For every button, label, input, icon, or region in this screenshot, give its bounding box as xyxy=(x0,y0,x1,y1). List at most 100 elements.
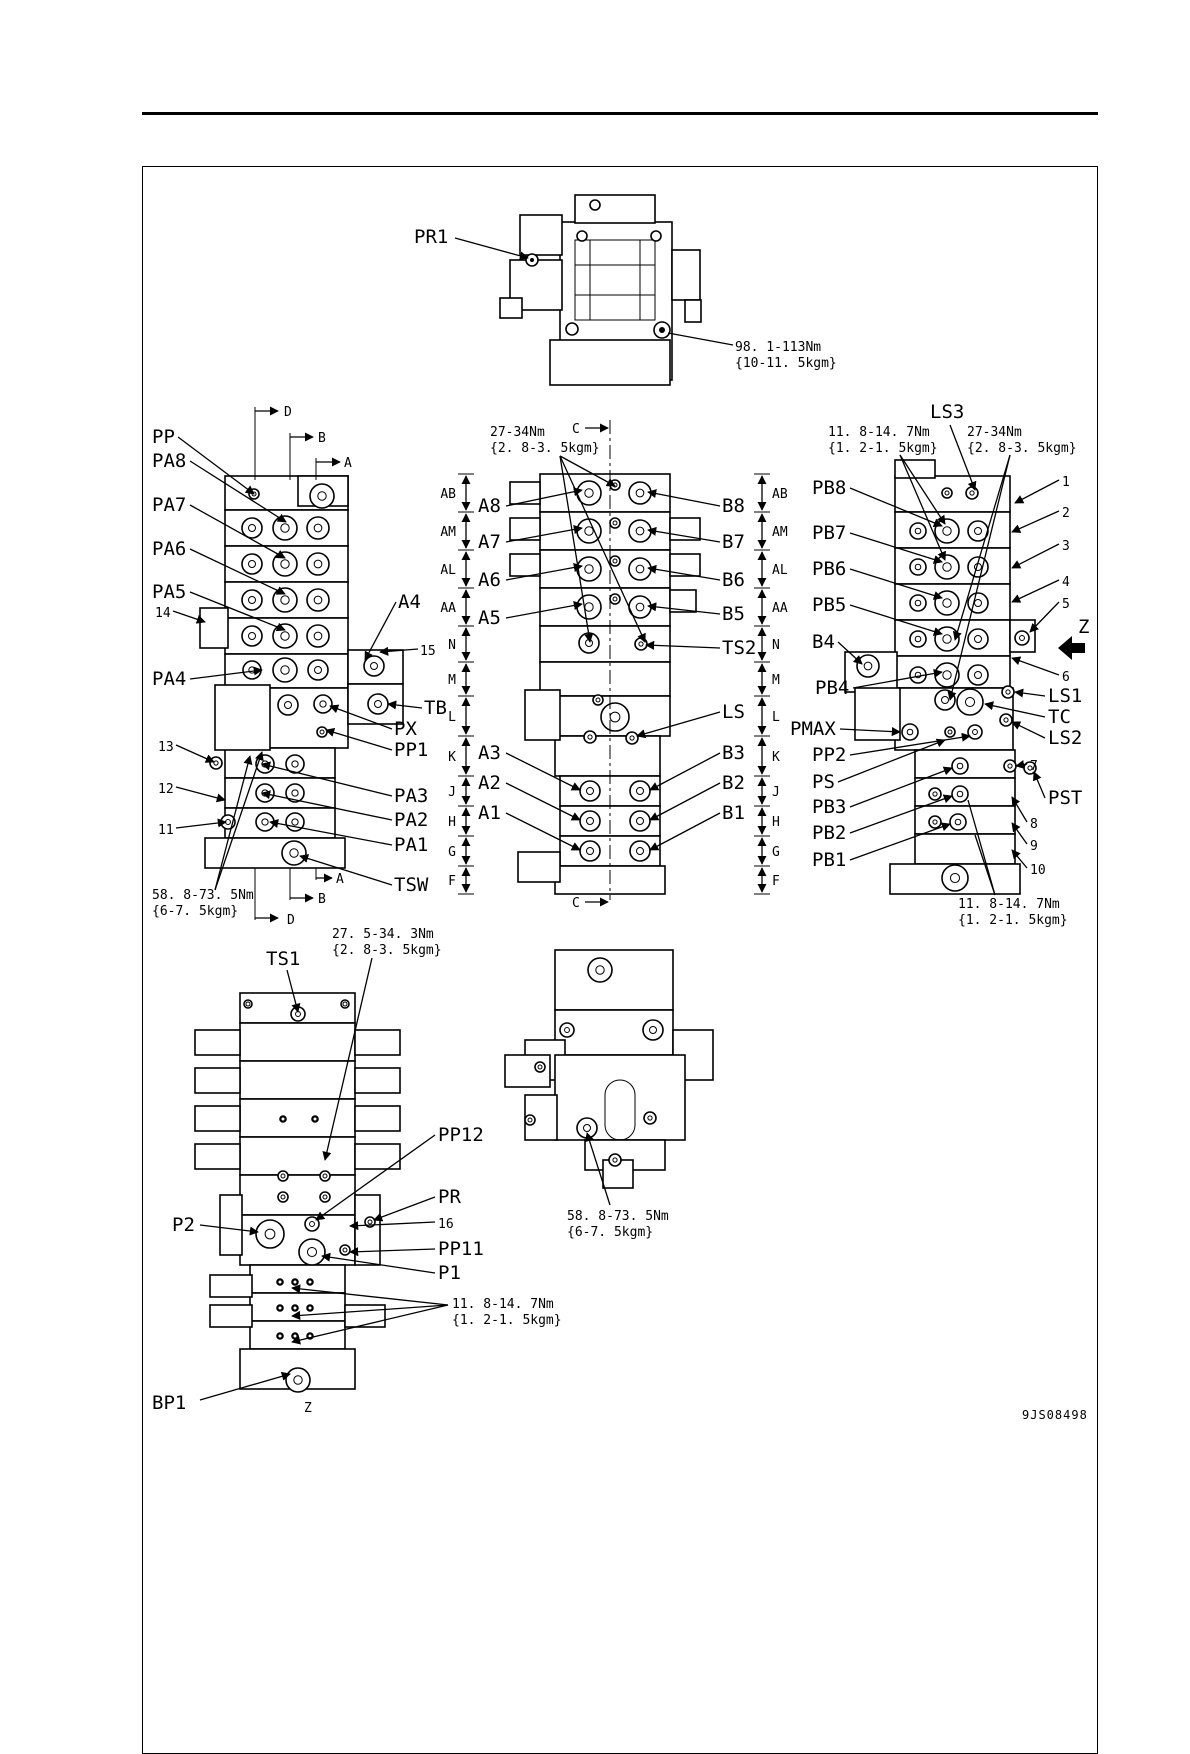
port-a3 xyxy=(579,780,601,802)
leader-line xyxy=(175,818,227,829)
port-center-top xyxy=(592,694,604,706)
section-label-n: N xyxy=(448,638,456,653)
leader-line xyxy=(364,601,397,661)
label-a1: A1 xyxy=(478,802,501,824)
port-a-side xyxy=(241,625,263,647)
leader-line xyxy=(1015,760,1028,770)
port-tc xyxy=(956,688,984,716)
bottom-center-view-body xyxy=(504,949,714,1189)
label-b2: B2 xyxy=(722,772,745,794)
section-a-bottom: A xyxy=(336,872,344,887)
leader-line xyxy=(214,751,264,891)
port-bl-mark-bore xyxy=(277,1279,283,1285)
port-b-aux-bore xyxy=(974,635,982,643)
port-a-side-bore xyxy=(248,632,256,640)
port-a5 xyxy=(576,594,602,620)
leader-line xyxy=(849,604,943,636)
port-pp12-bore xyxy=(309,1221,315,1227)
port-b-aux xyxy=(967,556,989,578)
leader-line xyxy=(984,701,1046,718)
port-pa1-bore xyxy=(261,818,269,826)
torque-right-large-kgm: {2. 8-3. 5kgm} xyxy=(967,441,1077,456)
port-center-main xyxy=(600,702,630,732)
right-view-body xyxy=(844,459,1036,895)
port-pa4-bore xyxy=(280,665,290,675)
leader-line xyxy=(177,436,255,495)
port-bc-lower-bore xyxy=(583,1124,591,1132)
port-b-side-bore xyxy=(914,563,922,571)
port-pa4-aux-bore xyxy=(314,666,322,674)
port-px xyxy=(313,694,333,714)
port-a-aux xyxy=(306,588,330,612)
port-pb7-bore xyxy=(942,562,952,572)
leader-line xyxy=(559,455,594,643)
label-3: 3 xyxy=(1062,539,1070,554)
leader-line xyxy=(1033,771,1046,799)
port-ls-plug xyxy=(609,593,621,605)
port-13 xyxy=(209,756,223,770)
section-label-ab: AB xyxy=(772,487,788,502)
leader-line xyxy=(559,455,616,487)
port-ls2 xyxy=(999,713,1013,727)
port-a7-bore xyxy=(584,526,594,536)
torque-right-small: 11. 8-14. 7Nm xyxy=(828,425,930,440)
section-label-al: AL xyxy=(440,563,456,578)
port-pb1 xyxy=(949,813,967,831)
port-ls1 xyxy=(1001,685,1015,699)
port-a2-bore xyxy=(586,817,594,825)
leader-line xyxy=(349,1221,436,1231)
leader-line xyxy=(199,1224,259,1236)
port-pa-6-bore xyxy=(280,595,290,605)
port-bc-left xyxy=(559,1022,575,1038)
torque-right-small-kgm: {1. 2-1. 5kgm} xyxy=(828,441,938,456)
torque-center-kgm: {2. 8-3. 5kgm} xyxy=(490,441,600,456)
port-bl-screw xyxy=(277,1191,289,1203)
leader-line xyxy=(189,460,287,523)
label-a4: A4 xyxy=(398,591,421,613)
label-a3: A3 xyxy=(478,742,501,764)
port-pa-7-bore xyxy=(280,559,290,569)
label-ls3: LS3 xyxy=(930,401,964,423)
port-b4 xyxy=(856,654,880,678)
port-right-bottom xyxy=(941,864,969,892)
leader-line xyxy=(329,704,393,730)
port-b8 xyxy=(628,481,652,505)
port-pa4-aux xyxy=(307,659,329,681)
port-pb7 xyxy=(934,554,960,580)
leader-line xyxy=(387,700,423,710)
leader-line xyxy=(1011,656,1060,676)
label-px: PX xyxy=(394,718,417,740)
port-pb8 xyxy=(934,518,960,544)
leader-line xyxy=(299,854,393,886)
label-8: 8 xyxy=(1030,817,1038,832)
port-right-top xyxy=(941,487,953,499)
port-b-side-bore xyxy=(914,599,922,607)
leader-line xyxy=(952,454,1011,641)
port-pa3-aux-bore xyxy=(291,760,299,768)
leader-line xyxy=(349,1247,436,1257)
port-b-side xyxy=(909,558,927,576)
leader-line xyxy=(849,732,971,756)
port-a2 xyxy=(579,810,601,832)
port-bc-side-bore xyxy=(537,1064,543,1070)
section-label-am: AM xyxy=(440,525,456,540)
port-pp-main xyxy=(309,483,335,509)
port-pb2-side xyxy=(928,787,942,801)
section-b-bottom: B xyxy=(318,892,326,907)
label-5: 5 xyxy=(1062,597,1070,612)
port-a6 xyxy=(576,556,602,582)
label-pb2: PB2 xyxy=(812,822,846,844)
leader-line xyxy=(175,744,215,763)
port-pb3 xyxy=(951,757,969,775)
label-a2: A2 xyxy=(478,772,501,794)
port-ls1-bore xyxy=(1005,689,1011,695)
label-pa3: PA3 xyxy=(394,785,428,807)
leader-line xyxy=(379,646,419,656)
label-ls2: LS2 xyxy=(1048,727,1082,749)
port-p1-bore xyxy=(306,1246,318,1258)
port-center-left xyxy=(583,730,597,744)
view-z-marker: Z xyxy=(1078,616,1089,638)
port-a-aux-bore xyxy=(313,559,323,569)
port-px-bore xyxy=(319,700,327,708)
section-label-m: M xyxy=(448,673,456,688)
